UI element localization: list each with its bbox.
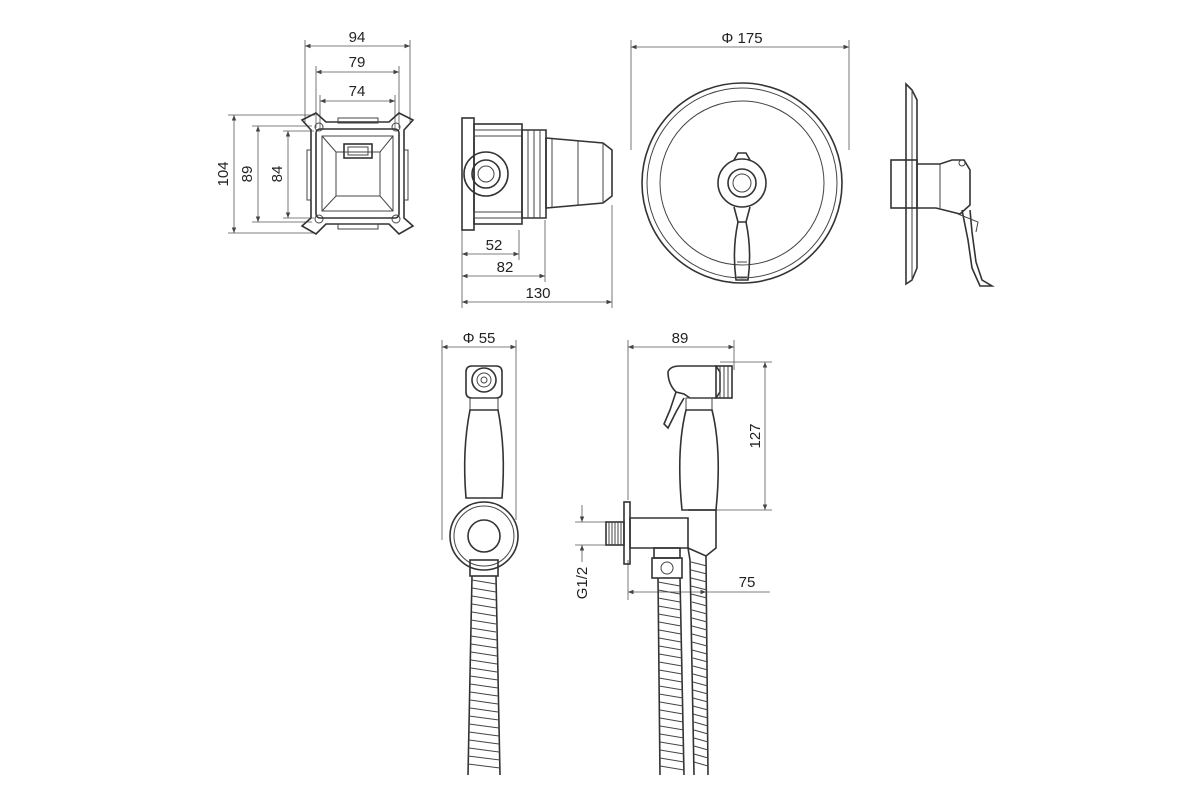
dim-box-height-84: 84 <box>269 166 286 183</box>
sprayer-side-shape <box>605 365 733 776</box>
dim-depth-52: 52 <box>486 237 503 254</box>
dim-box-width-74: 74 <box>349 83 366 100</box>
dim-box-height-89: 89 <box>239 166 256 183</box>
cover-plate-side-view <box>890 82 995 287</box>
dim-box-width-94: 94 <box>349 29 366 46</box>
mounting-box-side-view: 52 82 130 <box>461 117 613 308</box>
dim-sprayer-width: 89 <box>672 330 689 347</box>
dim-depth-82: 82 <box>497 259 514 276</box>
cover-plate-shape <box>641 82 843 284</box>
dim-box-height-104: 104 <box>215 161 232 186</box>
mounting-box-side-shape <box>461 117 613 231</box>
mounting-box-shape <box>300 112 415 235</box>
sprayer-front-view: Φ 55 <box>441 330 519 776</box>
sprayer-front-shape <box>449 365 519 776</box>
dim-depth-130: 130 <box>525 285 550 302</box>
sprayer-side-view: 89 127 G1/2 75 <box>574 330 772 776</box>
cover-plate-front-view: Φ 175 <box>630 30 850 284</box>
mounting-box-front-view: 94 79 74 104 89 84 <box>215 29 415 235</box>
dim-thread-size: G1/2 <box>574 567 591 600</box>
dim-plate-diameter: Φ 175 <box>721 30 762 47</box>
dim-box-width-79: 79 <box>349 54 366 71</box>
dim-holder-diameter: Φ 55 <box>463 330 496 347</box>
dim-sprayer-height: 127 <box>747 423 764 448</box>
dim-outlet-depth: 75 <box>739 574 756 591</box>
